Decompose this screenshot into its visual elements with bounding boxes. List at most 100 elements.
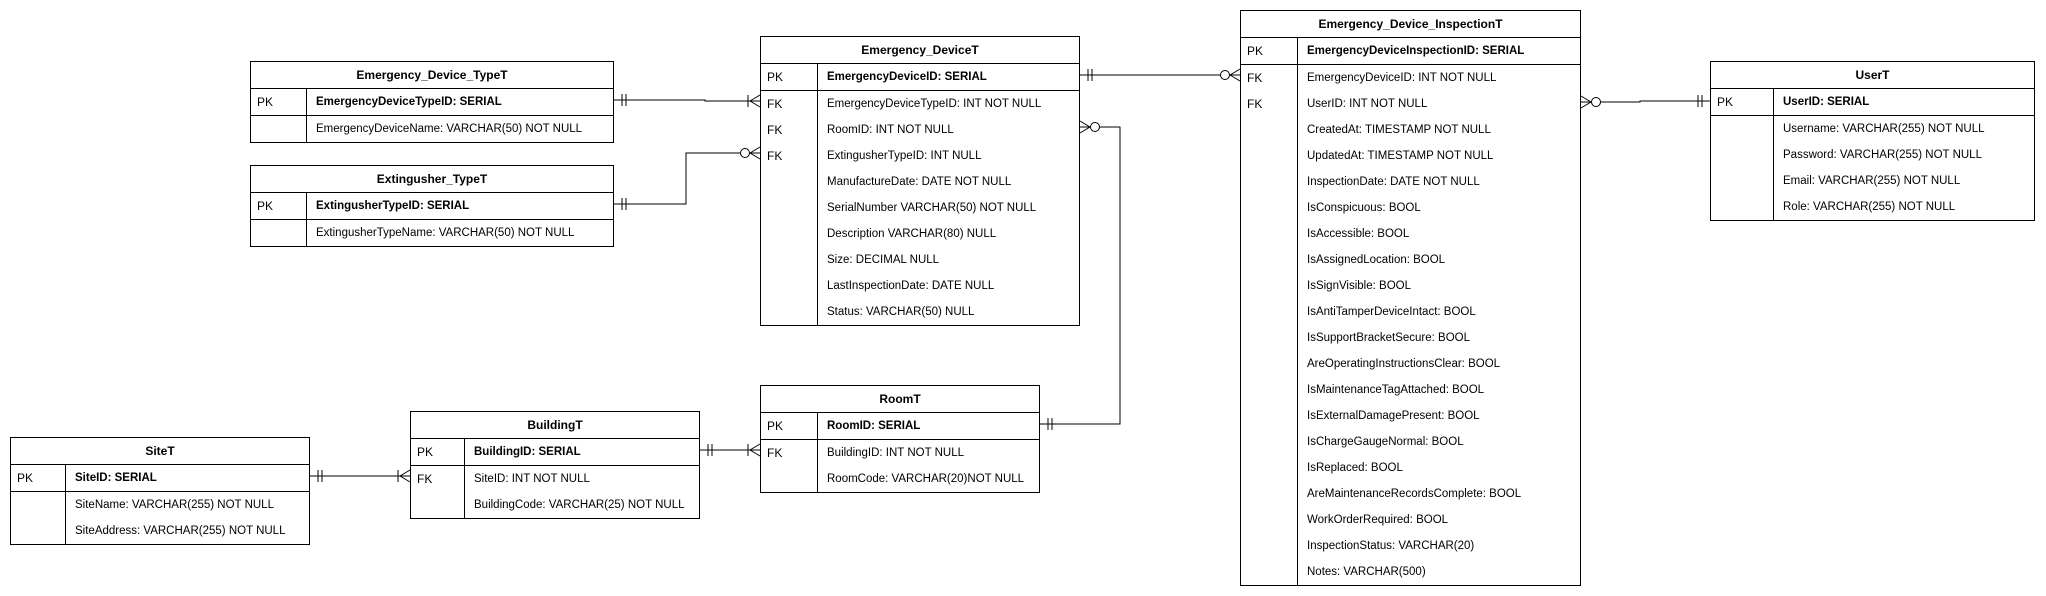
field-row: IsAccessible: BOOL	[1241, 221, 1580, 247]
field-definition: RoomID: SERIAL	[827, 420, 921, 432]
field-definition: BuildingID: INT NOT NULL	[827, 447, 964, 459]
primary-key-row: PK EmergencyDeviceTypeID: SERIAL	[251, 89, 613, 116]
field-definition: ExtingusherTypeID: INT NULL	[827, 150, 982, 162]
field-definition: IsExternalDamagePresent: BOOL	[1307, 410, 1480, 422]
entity-fields: PK UserID: SERIAL Username: VARCHAR(255) N…	[1711, 89, 2034, 220]
key-column-divider	[1241, 38, 1298, 585]
field-definition: SiteName: VARCHAR(255) NOT NULL	[75, 499, 274, 511]
entity-fields: PK RoomID: SERIAL FK BuildingID: INT NOT NU…	[761, 413, 1039, 492]
field-row: SiteName: VARCHAR(255) NOT NULL	[11, 492, 309, 518]
field-row: RoomCode: VARCHAR(20)NOT NULL	[761, 466, 1039, 492]
field-definition: InspectionDate: DATE NOT NULL	[1307, 176, 1480, 188]
field-definition: EmergencyDeviceTypeID: INT NOT NULL	[827, 98, 1042, 110]
field-row: InspectionStatus: VARCHAR(20)	[1241, 533, 1580, 559]
field-definition: SiteAddress: VARCHAR(255) NOT NULL	[75, 525, 286, 537]
field-row: ExtingusherTypeName: VARCHAR(50) NOT NUL…	[251, 220, 613, 246]
primary-key-label: PK	[417, 445, 434, 459]
field-row: BuildingCode: VARCHAR(25) NOT NULL	[411, 492, 699, 518]
field-definition: EmergencyDeviceTypeID: SERIAL	[316, 96, 502, 108]
field-definition: UserID: SERIAL	[1783, 96, 1870, 108]
field-definition: ExtingusherTypeName: VARCHAR(50) NOT NUL…	[316, 227, 575, 239]
field-row: Status: VARCHAR(50) NULL	[761, 299, 1079, 325]
field-definition: ManufactureDate: DATE NOT NULL	[827, 176, 1012, 188]
field-definition: Status: VARCHAR(50) NULL	[827, 306, 975, 318]
field-row: IsExternalDamagePresent: BOOL	[1241, 403, 1580, 429]
field-definition: Username: VARCHAR(255) NOT NULL	[1783, 123, 1985, 135]
primary-key-label: PK	[257, 199, 274, 213]
field-definition: Size: DECIMAL NULL	[827, 254, 940, 266]
primary-key-row: PK EmergencyDeviceID: SERIAL	[761, 64, 1079, 91]
field-row: Description VARCHAR(80) NULL	[761, 221, 1079, 247]
field-definition: CreatedAt: TIMESTAMP NOT NULL	[1307, 124, 1491, 136]
primary-key-row: PK RoomID: SERIAL	[761, 413, 1039, 440]
field-definition: EmergencyDeviceID: INT NOT NULL	[1307, 72, 1497, 84]
foreign-key-label: FK	[1247, 71, 1263, 85]
field-definition: Description VARCHAR(80) NULL	[827, 228, 997, 240]
field-definition: IsSupportBracketSecure: BOOL	[1307, 332, 1470, 344]
field-row: Email: VARCHAR(255) NOT NULL	[1711, 168, 2034, 194]
primary-key-label: PK	[1717, 95, 1734, 109]
entity-title: Emergency_Device_InspectionT	[1241, 11, 1580, 38]
field-definition: RoomCode: VARCHAR(20)NOT NULL	[827, 473, 1025, 485]
field-row: InspectionDate: DATE NOT NULL	[1241, 169, 1580, 195]
field-definition: UpdatedAt: TIMESTAMP NOT NULL	[1307, 150, 1494, 162]
foreign-key-label: FK	[767, 149, 783, 163]
field-row: Username: VARCHAR(255) NOT NULL	[1711, 116, 2034, 142]
key-column-divider	[411, 439, 465, 518]
key-column-divider	[761, 64, 818, 325]
foreign-key-label: FK	[417, 472, 433, 486]
field-definition: IsAntiTamperDeviceIntact: BOOL	[1307, 306, 1476, 318]
field-definition: UserID: INT NOT NULL	[1307, 98, 1428, 110]
field-row: LastInspectionDate: DATE NULL	[761, 273, 1079, 299]
field-definition: IsConspicuous: BOOL	[1307, 202, 1421, 214]
field-row: IsConspicuous: BOOL	[1241, 195, 1580, 221]
field-row: SiteAddress: VARCHAR(255) NOT NULL	[11, 518, 309, 544]
field-row: SerialNumber VARCHAR(50) NOT NULL	[761, 195, 1079, 221]
field-definition: IsReplaced: BOOL	[1307, 462, 1403, 474]
field-definition: Password: VARCHAR(255) NOT NULL	[1783, 149, 1982, 161]
foreign-key-label: FK	[1247, 97, 1263, 111]
field-definition: EmergencyDeviceID: SERIAL	[827, 71, 987, 83]
primary-key-label: PK	[767, 70, 784, 84]
field-definition: SerialNumber VARCHAR(50) NOT NULL	[827, 202, 1037, 214]
field-definition: EmergencyDeviceName: VARCHAR(50) NOT NUL…	[316, 123, 583, 135]
field-row: IsAntiTamperDeviceIntact: BOOL	[1241, 299, 1580, 325]
field-definition: SiteID: SERIAL	[75, 472, 157, 484]
field-definition: Email: VARCHAR(255) NOT NULL	[1783, 175, 1961, 187]
entity-fields: PK EmergencyDeviceTypeID: SERIAL Emergency…	[251, 89, 613, 142]
key-column-divider	[11, 465, 66, 544]
field-definition: AreOperatingInstructionsClear: BOOL	[1307, 358, 1501, 370]
field-definition: SiteID: INT NOT NULL	[474, 473, 590, 485]
primary-key-row: PK UserID: SERIAL	[1711, 89, 2034, 116]
field-row: AreMaintenanceRecordsComplete: BOOL	[1241, 481, 1580, 507]
field-row: IsAssignedLocation: BOOL	[1241, 247, 1580, 273]
field-definition: InspectionStatus: VARCHAR(20)	[1307, 540, 1475, 552]
primary-key-label: PK	[767, 419, 784, 433]
field-row: Notes: VARCHAR(500)	[1241, 559, 1580, 585]
field-definition: AreMaintenanceRecordsComplete: BOOL	[1307, 488, 1522, 500]
foreign-key-label: FK	[767, 446, 783, 460]
entity-title: BuildingT	[411, 412, 699, 439]
entity-title: Extingusher_TypeT	[251, 166, 613, 193]
field-definition: RoomID: INT NOT NULL	[827, 124, 954, 136]
field-definition: Notes: VARCHAR(500)	[1307, 566, 1426, 578]
field-definition: LastInspectionDate: DATE NULL	[827, 280, 995, 292]
field-row: IsChargeGaugeNormal: BOOL	[1241, 429, 1580, 455]
primary-key-label: PK	[257, 95, 274, 109]
field-row: AreOperatingInstructionsClear: BOOL	[1241, 351, 1580, 377]
